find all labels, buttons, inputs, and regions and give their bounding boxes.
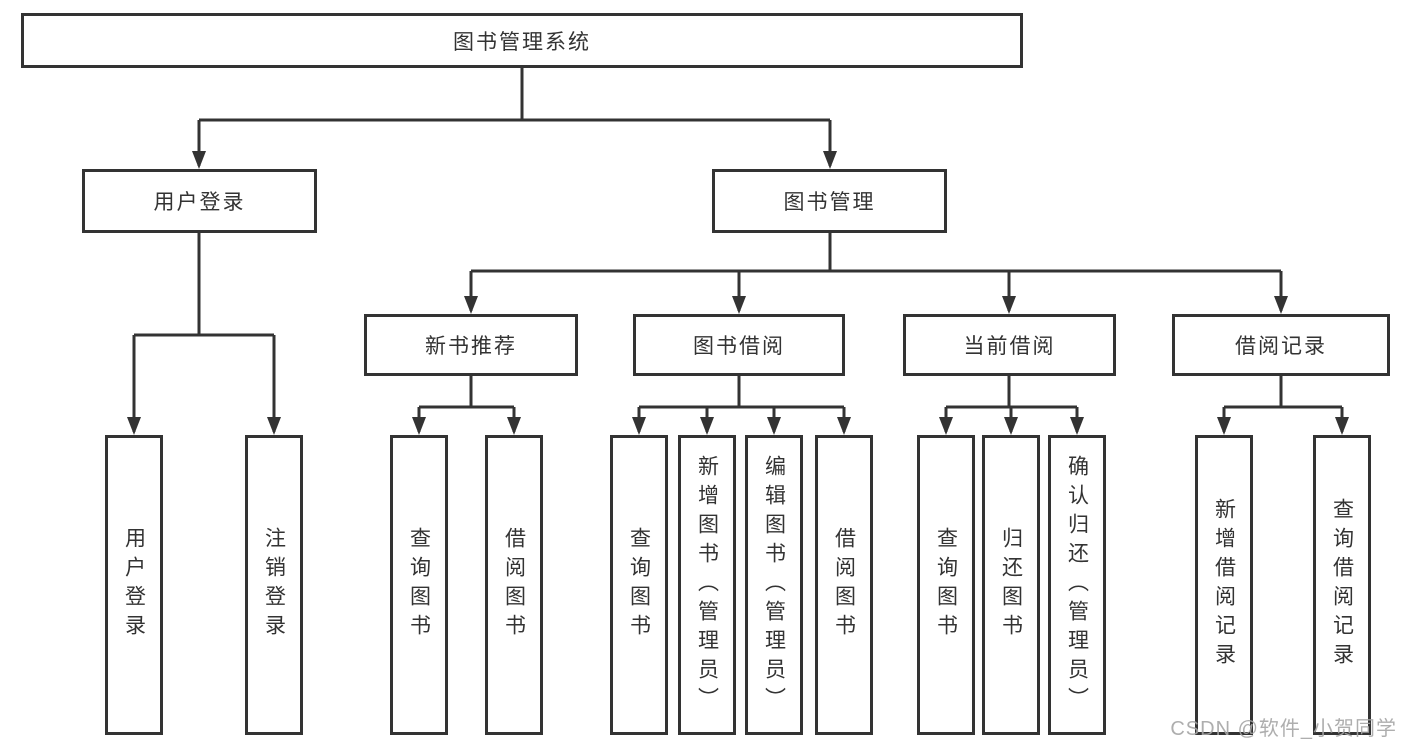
leaf-recommend-borrow-books: 借阅图书: [485, 435, 543, 735]
leaf-label: 查询图书: [934, 527, 958, 643]
group-box-borrow-record: 借阅记录: [1172, 314, 1390, 376]
branch-box-book-management: 图书管理: [712, 169, 947, 233]
leaf-label: 查询图书: [407, 527, 431, 643]
leaf-logout: 注销登录: [245, 435, 303, 735]
leaf-borrow-edit-book-admin: 编辑图书（管理员）: [745, 435, 803, 735]
leaf-label: 编辑图书（管理员）: [762, 454, 786, 716]
leaf-borrow-query-books: 查询图书: [610, 435, 668, 735]
leaf-user-login: 用户登录: [105, 435, 163, 735]
leaf-label: 查询图书: [627, 527, 651, 643]
leaf-label: 新增借阅记录: [1212, 498, 1236, 672]
root-box-library-system: 图书管理系统: [21, 13, 1023, 68]
leaf-current-confirm-return-admin: 确认归还（管理员）: [1048, 435, 1106, 735]
group-box-current-borrow: 当前借阅: [903, 314, 1116, 376]
leaf-label: 确认归还（管理员）: [1065, 454, 1089, 716]
branch-box-user-login: 用户登录: [82, 169, 317, 233]
leaf-borrow-borrow-books: 借阅图书: [815, 435, 873, 735]
group-box-book-borrow: 图书借阅: [633, 314, 845, 376]
leaf-current-query-books: 查询图书: [917, 435, 975, 735]
leaf-label: 借阅图书: [832, 527, 856, 643]
leaf-record-query-borrow-record: 查询借阅记录: [1313, 435, 1371, 735]
leaf-label: 新增图书（管理员）: [695, 454, 719, 716]
group-box-new-book-recommend: 新书推荐: [364, 314, 578, 376]
leaf-recommend-query-books: 查询图书: [390, 435, 448, 735]
leaf-label: 归还图书: [999, 527, 1023, 643]
leaf-label: 查询借阅记录: [1330, 498, 1354, 672]
csdn-watermark: CSDN @软件_小贺同学: [1170, 718, 1397, 740]
leaf-current-return-books: 归还图书: [982, 435, 1040, 735]
leaf-borrow-add-book-admin: 新增图书（管理员）: [678, 435, 736, 735]
leaf-label: 注销登录: [262, 527, 286, 643]
leaf-record-add-borrow-record: 新增借阅记录: [1195, 435, 1253, 735]
leaf-label: 借阅图书: [502, 527, 526, 643]
leaf-label: 用户登录: [122, 527, 146, 643]
